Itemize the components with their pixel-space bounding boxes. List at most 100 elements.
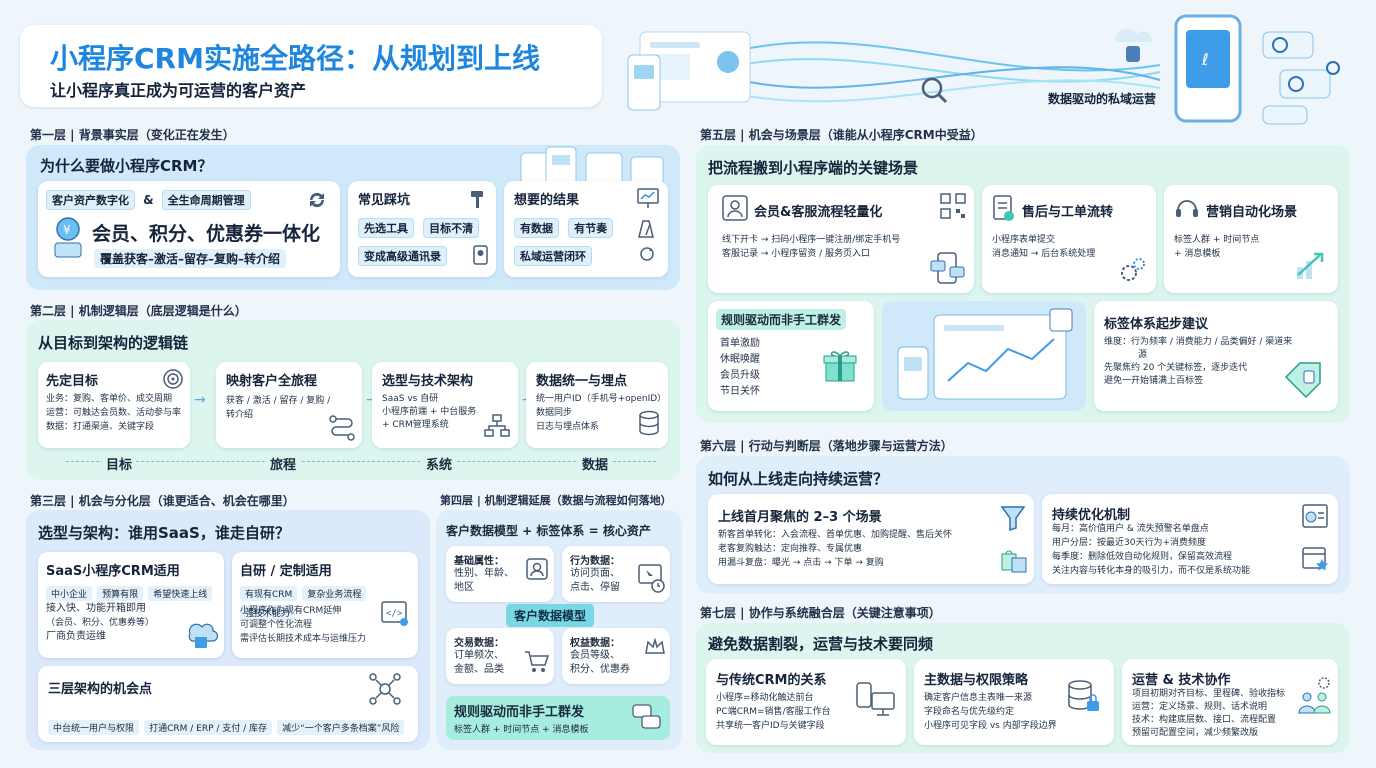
scene-marketing-title: 营销自动化场景	[1206, 205, 1298, 220]
chat-bubbles-icon	[632, 704, 661, 729]
growth-arrow-icon	[1297, 252, 1324, 279]
first-month-title: 上线首月聚焦的 2–3 个场景	[718, 510, 882, 525]
step-goal-line: 数据：打通渠道、关键字段	[46, 422, 155, 432]
layer4-label: 第四层 | 机制逻辑延展（数据与流程如何落地）	[440, 494, 672, 507]
flow-system: 系统	[422, 454, 457, 473]
first-month-line: 新客首单转化：入会流程、首单优惠、加购提醒、售后关怀	[718, 530, 953, 540]
scene-marketing-card: 营销自动化场景 标签人群 + 时间节点 + 消息模板	[1164, 185, 1338, 293]
saas-line: 接入快、功能开箱即用	[46, 603, 146, 614]
tag-system-line: 避免一开始铺满上百标签	[1104, 376, 1204, 386]
layer2-heading: 从目标到架构的逻辑链	[38, 334, 189, 352]
tag-system-line: 维度：行为频率 / 消费能力 / 品类偏好 / 渠道来	[1104, 337, 1293, 347]
results-card: 想要的结果 有数据 有节奏 私域运营闭环	[504, 181, 668, 277]
master-data-card: 主数据与权限策略 确定客户信息主表唯一来源 字段命名与优先级约定 小程序可见字段…	[914, 659, 1114, 745]
tag-icon	[1284, 362, 1321, 399]
rule-driven-title: 规则驱动而非手工群发	[716, 309, 847, 330]
amp-text: &	[143, 193, 154, 207]
basic-attrs-title: 基础属性：	[454, 556, 504, 567]
step-journey-line: 转介绍	[226, 410, 254, 420]
scene-marketing-line: 标签人群 + 时间节点	[1174, 235, 1260, 245]
step-arch-line: SaaS vs 自研	[382, 394, 439, 404]
chip-lifecycle: 全生命周期管理	[161, 190, 251, 210]
optimize-line: 每月：高价值用户 & 流失预警名单盘点	[1052, 524, 1209, 534]
dashboard-illustration	[882, 301, 1086, 411]
flow-journey: 旅程	[266, 454, 301, 473]
behavior-title: 行为数据：	[570, 556, 620, 567]
rule-driven-line: 首单激励	[720, 338, 760, 349]
chip-have-rhythm: 有节奏	[568, 218, 614, 238]
network-icon	[369, 673, 401, 705]
database-icon	[639, 410, 659, 436]
rights-line: 会员等级、	[570, 650, 620, 661]
layer4-panel: 客户数据模型 + 标签体系 = 核心资产 基础属性： 性别、年龄、 地区 行为数…	[436, 510, 682, 750]
step-journey-title: 映射客户全旅程	[226, 374, 318, 389]
tag-system-line: 源	[1138, 350, 1148, 360]
saas-line: （会员、积分、优惠券等）	[46, 618, 155, 628]
first-month-line: 用漏斗复盘：曝光 → 点击 → 下单 → 复购	[718, 558, 884, 568]
optimize-title: 持续优化机制	[1052, 508, 1131, 523]
master-data-line: 确定客户信息主表唯一来源	[924, 693, 1033, 703]
member-icon	[722, 195, 748, 221]
step-goal-line: 运营：可触达会员数、活动参与率	[46, 408, 182, 418]
chip-tech: 强技术能力	[240, 605, 296, 620]
tag-system-title: 标签体系起步建议	[1104, 317, 1209, 332]
rights-line: 积分、优惠券	[570, 664, 630, 675]
optimize-line: 每季度：删除低效自动化规则，保留高效流程	[1052, 552, 1233, 562]
team-gear-icon	[1298, 677, 1331, 714]
rights-card: 权益数据： 会员等级、 积分、优惠券	[562, 628, 670, 684]
step-data-line: 统一用户ID（手机号+openID）	[536, 394, 667, 404]
pitfalls-card: 常见踩坑 先选工具 目标不清 变成高级通讯录	[348, 181, 496, 277]
loop-icon	[640, 247, 654, 261]
custom-title: 自研 / 定制适用	[240, 564, 332, 579]
custom-card: 自研 / 定制适用 有现有CRM 复杂业务流程 强技术能力 小程序作为现有CRM…	[232, 552, 418, 658]
legacy-crm-title: 与传统CRM的关系	[716, 673, 827, 688]
behavior-card: 行为数据： 访问页面、 点击、停留	[562, 546, 670, 602]
chip-middle-platform: 中台统一用户与权限	[48, 720, 140, 735]
arch-title: 三层架构的机会点	[48, 682, 153, 697]
chip-have-data: 有数据	[514, 218, 559, 238]
tag-system-card: 标签体系起步建议 维度：行为频率 / 消费能力 / 品类偏好 / 渠道来 源 先…	[1094, 301, 1338, 411]
rule-banner-title: 规则驱动而非手工群发	[454, 705, 585, 720]
phone-chat-icon	[930, 252, 965, 284]
asset-card: 客户资产数字化 & 全生命周期管理 ¥ 会员、积分、优惠券一体化 覆盖获客–激活…	[38, 181, 340, 277]
step-goal: 先定目标 业务：复购、客单价、成交周期 运营：可触达会员数、活动参与率 数据：打…	[38, 362, 190, 448]
layer3-panel: 选型与架构：谁用SaaS，谁走自研？ SaaS小程序CRM适用 中小企业 预算有…	[26, 510, 430, 750]
chip-unclear-goal: 目标不清	[423, 218, 480, 238]
arrow-right-icon: →	[366, 392, 378, 408]
headset-icon	[1176, 200, 1198, 217]
data-model-label: 客户数据模型	[506, 604, 595, 627]
step-data-line: 数据同步	[536, 408, 573, 418]
code-window-icon: </>	[381, 601, 408, 626]
funnel-icon	[1000, 506, 1026, 532]
step-journey-line: 获客 / 激活 / 留存 / 复购 /	[226, 396, 331, 406]
chip-connect-systems: 打通CRM / ERP / 支付 / 库存	[144, 720, 273, 735]
scene-member-line: 线下开卡 → 扫码小程序一键注册/绑定手机号	[722, 235, 901, 245]
legacy-crm-line: 小程序=移动化触达前台	[716, 693, 814, 703]
basic-attrs-line: 性别、年龄、	[454, 568, 514, 579]
chip-tool-first: 先选工具	[358, 218, 414, 238]
master-data-title: 主数据与权限策略	[924, 673, 1029, 688]
journey-path-icon	[329, 415, 355, 441]
step-data-title: 数据统一与埋点	[536, 374, 628, 389]
scene-aftersale-line: 小程序表单提交	[992, 235, 1056, 245]
crown-icon	[645, 638, 665, 654]
lifecycle-flow: 覆盖获客–激活–留存–复购–转介绍	[94, 249, 287, 268]
step-data: 数据统一与埋点 统一用户ID（手机号+openID） 数据同步 日志与埋点体系	[526, 362, 668, 448]
trade-card: 交易数据： 订单频次、 金额、品类	[446, 628, 554, 684]
collab-line: 预留可配置空间，减少频繁改版	[1132, 728, 1259, 738]
svg-text:ℓ: ℓ	[1201, 50, 1209, 69]
collab-card: 运营 & 技术协作 项目初期对齐目标、里程碑、验收指标 运营：定义场景、规则、话…	[1122, 659, 1338, 745]
trade-line: 金额、品类	[454, 664, 504, 675]
basic-attrs-card: 基础属性： 性别、年龄、 地区	[446, 546, 554, 602]
cart-icon	[525, 651, 550, 672]
master-data-line: 字段命名与优先级约定	[924, 707, 1015, 717]
tag-system-line: 先聚焦约 20 个关键标签，逐步迭代	[1104, 363, 1248, 373]
scene-aftersale-card: 售后与工单流转 小程序表单提交 消息通知 → 后台系统处理	[982, 185, 1156, 293]
step-architecture: 选型与技术架构 SaaS vs 自研 小程序前端 + 中台服务 + CRM管理系…	[372, 362, 518, 448]
cursor-clock-icon	[638, 564, 665, 593]
shopping-bags-icon	[1001, 550, 1027, 573]
layer2-panel: 从目标到架构的逻辑链 先定目标 业务：复购、客单价、成交周期 运营：可触达会员数…	[26, 320, 680, 480]
first-month-line: 老客复购触达：定向推荐、专属优惠	[718, 544, 863, 554]
step-arch-line: 小程序前端 + 中台服务	[382, 407, 477, 417]
page-subtitle: 让小程序真正成为可运营的客户资产	[50, 81, 307, 100]
